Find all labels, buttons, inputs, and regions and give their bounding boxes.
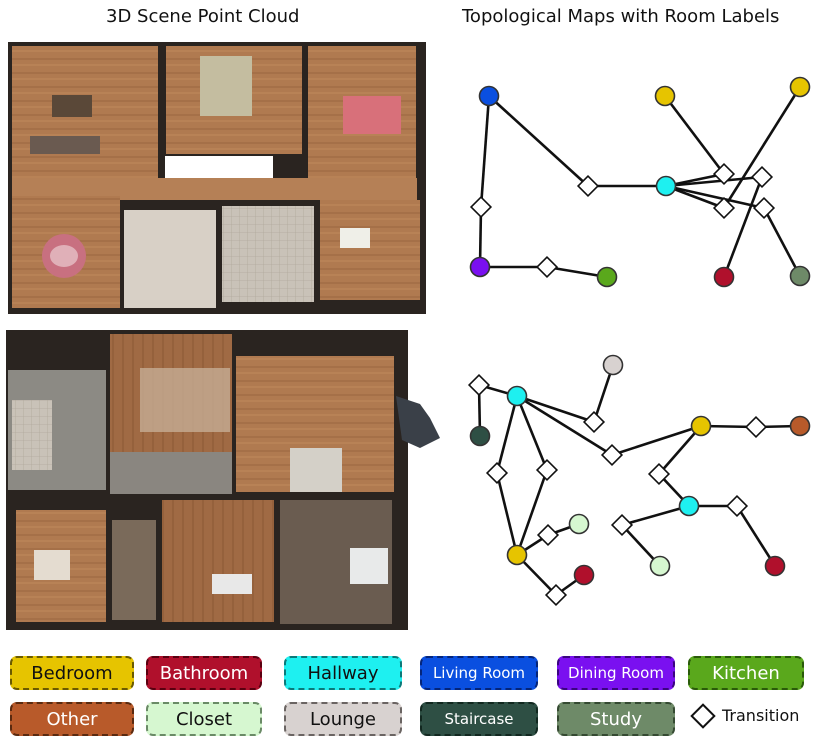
transition-node [536,523,560,547]
graph-edge-1-hallA-u7 [516,394,613,457]
room-node-study [789,265,811,287]
graph-edge-0-t5-bed2 [722,86,802,209]
transition-node [712,162,736,186]
graph-edge-1-hallA-u2 [495,395,519,474]
legend-item-kitchen: Kitchen [688,656,804,690]
transition-node [467,373,491,397]
room-node-bedroom [506,544,528,566]
legend-item-closet: Closet [146,702,262,736]
transition-node [752,196,776,220]
transition-node [750,165,774,189]
legend-label-bathroom: Bathroom [159,662,249,684]
legend-item-bedroom: Bedroom [10,656,134,690]
room-node-staircase [469,425,491,447]
graph-edge-1-u2-bedA [495,472,519,556]
legend-item-dining-room: Dining Room [557,656,675,690]
graph-edge-1-u7-bedB [611,424,702,457]
transition-node [744,415,768,439]
legend-item-lounge: Lounge [284,702,402,736]
room-node-bedroom [789,76,811,98]
point-cloud-floorplan-bottom [6,330,440,630]
graph-edge-0-t6-bath [722,176,764,278]
room-node-bedroom [690,415,712,437]
legend-label-closet: Closet [175,708,233,730]
legend-label-study: Study [590,708,642,730]
graph-edge-1-hallA-u6 [516,394,595,424]
transition-node [725,494,749,518]
transition-node [485,461,509,485]
graph-edge-0-living-t1 [479,95,491,208]
room-node-hallway [678,495,700,517]
legend-item-other: Other [10,702,134,736]
transition-node [647,462,671,486]
room-node-bathroom [573,564,595,586]
graph-edge-1-hallA-u3 [515,395,549,471]
legend-label-kitchen: Kitchen [712,662,780,684]
legend-label-bedroom: Bedroom [31,662,113,684]
legend-label-lounge: Lounge [309,708,377,730]
legend-label-transition: Transition [722,706,800,725]
graph-edge-0-t7-study [762,207,802,277]
legend-item-hallway: Hallway [284,656,402,690]
legend-item-study: Study [557,702,675,736]
room-node-dining-room [469,256,491,278]
legend-label-staircase: Staircase [444,710,514,728]
graph-edge-1-bedB-u9 [658,425,702,475]
room-node-hallway [655,175,677,197]
legend-label-dining-room: Dining Room [568,664,664,682]
room-node-lounge [602,354,624,376]
room-node-bathroom [764,555,786,577]
topological-map-nodes [467,76,811,607]
legend-item-staircase: Staircase [420,702,538,736]
transition-node [610,513,634,537]
transition-node [712,196,736,220]
legend-item-transition: Transition [688,702,800,729]
room-node-bathroom [713,266,735,288]
graph-edge-1-hallB-u10 [621,504,690,527]
graph-edge-0-living-t3 [488,95,589,187]
topological-maps-title: Topological Maps with Room Labels [462,6,780,27]
topological-map-edges [477,86,802,597]
legend-label-other: Other [46,708,98,730]
room-node-kitchen [596,266,618,288]
room-node-hallway [506,385,528,407]
graph-edge-0-hall-t5 [665,184,725,210]
legend-label-hallway: Hallway [307,662,379,684]
point-cloud-title: 3D Scene Point Cloud [106,6,300,27]
graph-edge-0-hall-t7 [665,184,765,210]
transition-node [600,443,624,467]
transition-node [535,255,559,279]
graph-edge-0-t4-bed1 [663,95,726,175]
graph-edge-1-u3-bedA [515,469,549,556]
room-node-closet [649,555,671,577]
transition-node [582,410,606,434]
transition-node [469,195,493,219]
transition-node [544,583,568,607]
legend-label-living-room: Living Room [432,664,526,682]
graph-edge-1-u11-bathB [735,505,777,567]
transition-node [535,458,559,482]
legend-item-living-room: Living Room [420,656,538,690]
legend-item-bathroom: Bathroom [146,656,262,690]
transition-node [576,174,600,198]
graph-edge-0-hall-t6 [665,175,763,188]
room-node-other [789,415,811,437]
room-node-closet [568,513,590,535]
room-node-bedroom [654,85,676,107]
transition-diamond-icon [690,702,716,729]
room-node-living-room [478,85,500,107]
point-cloud-floorplan-top [8,42,426,314]
